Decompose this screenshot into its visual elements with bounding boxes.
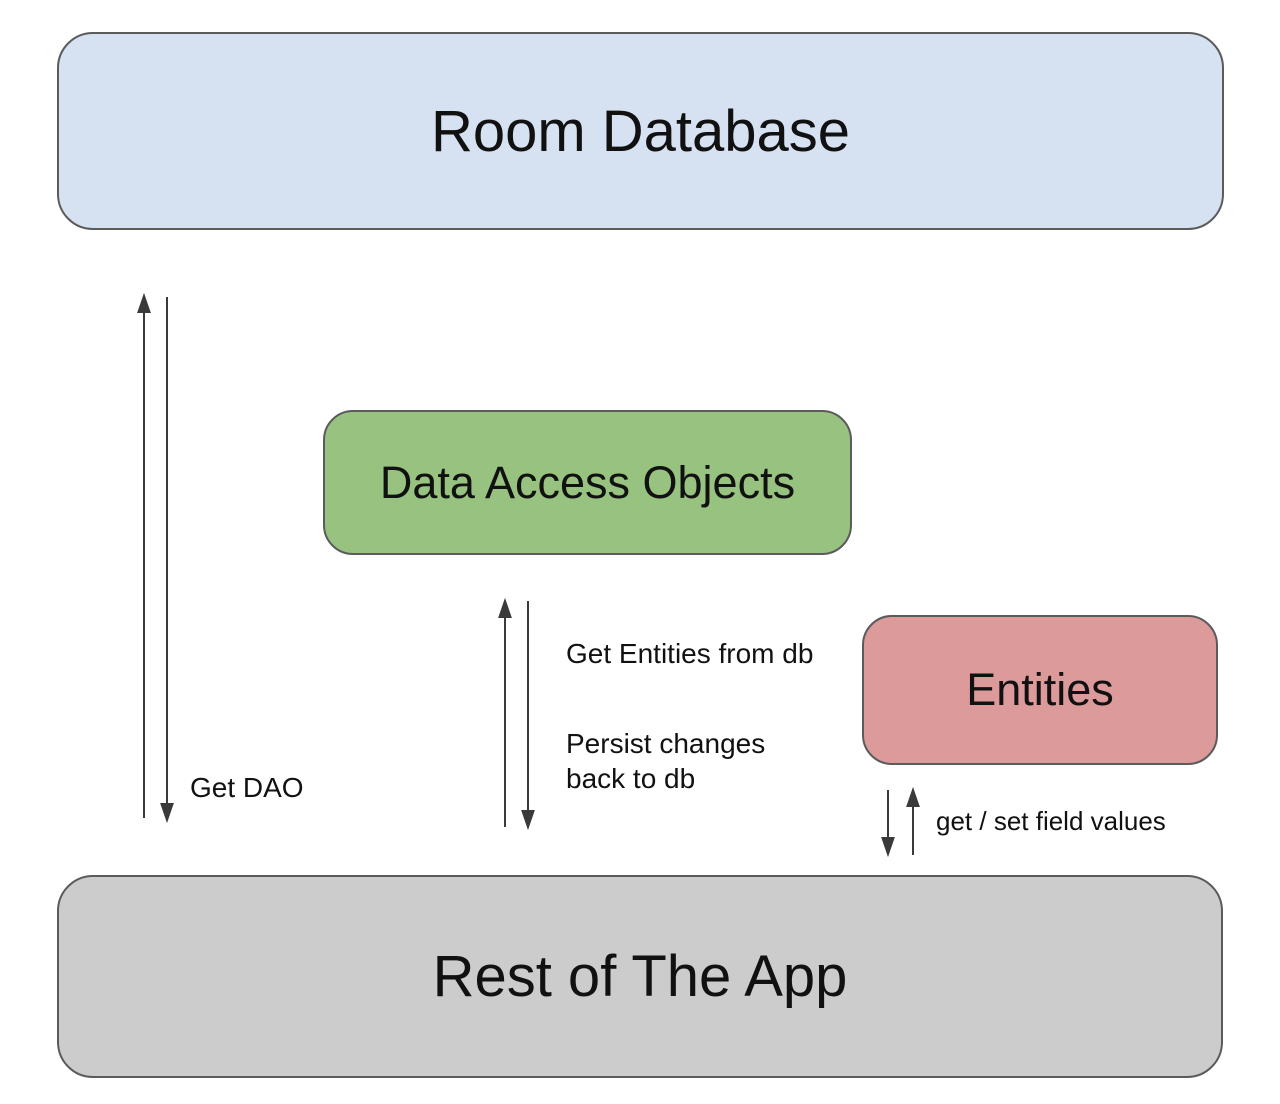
arrow-app-to-dao-up (498, 597, 512, 827)
edge-label-get-set-field-values: get / set field values (936, 806, 1166, 836)
arrow-entities-to-app-down (881, 790, 895, 858)
edge-label-persist-changes: Persist changes back to db (566, 728, 766, 794)
arrow-dao-to-app-down (521, 601, 535, 831)
arrow-app-to-entities-up (906, 786, 920, 855)
edge-label-get-entities-from-db: Get Entities from db (566, 638, 814, 669)
node-room-database-label: Room Database (430, 98, 851, 164)
arrow-app-to-room-up (137, 292, 151, 818)
node-room-database: Room Database (57, 32, 1224, 230)
edge-label-get-dao: Get DAO (190, 772, 304, 803)
node-data-access-objects: Data Access Objects (323, 410, 852, 555)
node-data-access-objects-label: Data Access Objects (379, 456, 796, 508)
node-rest-of-app-label: Rest of The App (432, 944, 848, 1009)
node-entities-label: Entities (966, 664, 1114, 715)
node-entities: Entities (862, 615, 1218, 765)
arrow-room-to-app-down (160, 297, 174, 824)
node-rest-of-app: Rest of The App (57, 875, 1223, 1078)
